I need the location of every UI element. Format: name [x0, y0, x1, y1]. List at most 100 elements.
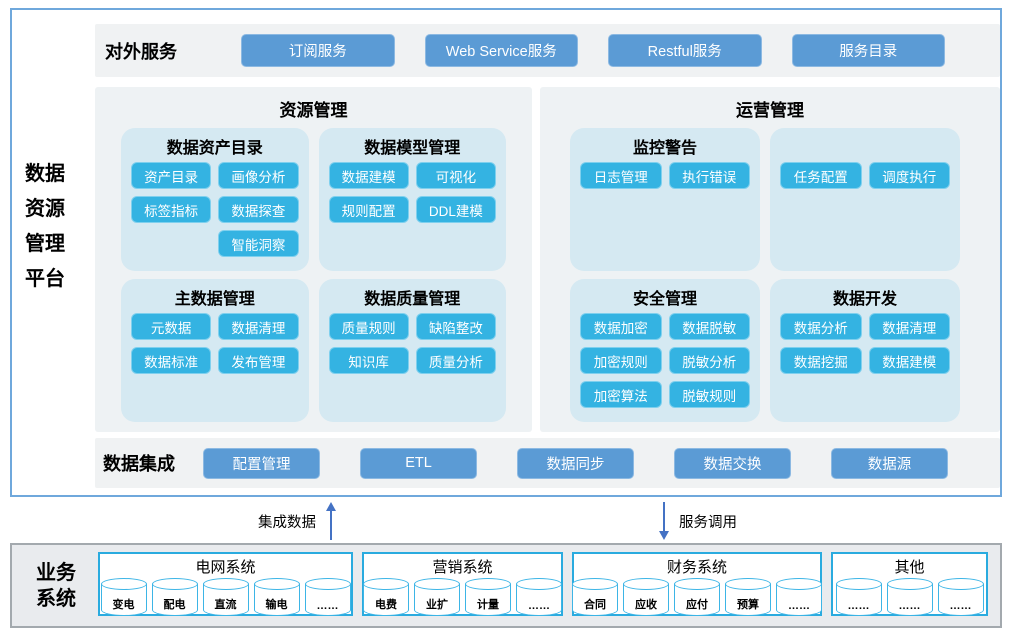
group-security-mgmt: 安全管理 数据加密 数据脱敏 加密规则 脱敏分析 加密算法 脱敏规则 — [570, 279, 760, 422]
group-title — [780, 135, 950, 162]
resource-mgmt-title: 资源管理 — [279, 101, 348, 120]
cylinder-top — [414, 578, 460, 590]
business-systems-label-line: 系统 — [36, 587, 76, 610]
database-icon: …… — [886, 578, 933, 616]
group-title: 数据模型管理 — [364, 140, 461, 157]
cylinder-top — [623, 578, 669, 590]
database-icon: 直流 — [202, 578, 249, 616]
module-node: 知识库 — [328, 347, 409, 374]
database-icon: 变电 — [100, 578, 147, 616]
database-icon: 计量 — [465, 578, 511, 616]
group-data-model-mgmt: 数据模型管理 数据建模 可视化 规则配置 DDL建模 — [318, 128, 506, 271]
database-icon: …… — [835, 578, 882, 616]
cylinder-top — [465, 578, 511, 590]
database-label: …… — [949, 600, 972, 612]
module-node: 质量分析 — [415, 347, 496, 374]
system-databases: …… …… …… — [833, 578, 986, 616]
integration-node-exchange: 数据交换 — [674, 447, 791, 479]
resource-mgmt-panel: 资源管理 数据资产目录 资产目录 画像分析 标签指标 数据探查 智能洞察 数据模… — [95, 87, 532, 432]
module-node: 数据清理 — [218, 313, 299, 340]
group-modules: 元数据 数据清理 数据标准 发布管理 — [131, 313, 299, 374]
module-node: 加密算法 — [580, 381, 662, 408]
operation-mgmt-groups: 监控警告 日志管理 执行错误 任务配置 调度执行 安全管理 — [540, 121, 1000, 422]
module-node: 质量规则 — [328, 313, 409, 340]
module-node: 规则配置 — [328, 196, 409, 223]
cylinder-top — [202, 578, 249, 590]
database-label: 合同 — [584, 599, 606, 611]
group-modules: 数据建模 可视化 规则配置 DDL建模 — [328, 162, 496, 223]
system-marketing: 营销系统 电费 业扩 计量 …… — [362, 552, 563, 616]
integration-node-sync: 数据同步 — [517, 447, 634, 479]
group-data-quality-mgmt: 数据质量管理 质量规则 缺陷整改 知识库 质量分析 — [318, 279, 506, 422]
module-node: 执行错误 — [668, 162, 750, 189]
cylinder-top — [835, 578, 882, 590]
arrow-down-icon — [658, 502, 670, 540]
resource-mgmt-groups: 数据资产目录 资产目录 画像分析 标签指标 数据探查 智能洞察 数据模型管理 数… — [95, 121, 532, 422]
database-label: 直流 — [214, 599, 237, 611]
database-icon: 业扩 — [414, 578, 460, 616]
business-systems-label: 业务 系统 — [36, 560, 76, 612]
cylinder-top — [886, 578, 933, 590]
module-node: 数据标准 — [131, 347, 212, 374]
cylinder-top — [516, 578, 562, 590]
group-modules: 任务配置 调度执行 — [780, 162, 950, 189]
cylinder-top — [725, 578, 771, 590]
cylinder-body — [304, 584, 351, 616]
service-node-restful: Restful服务 — [608, 34, 762, 67]
module-node: 数据加密 — [580, 313, 662, 340]
service-node-catalog: 服务目录 — [791, 34, 945, 67]
module-node: 发布管理 — [218, 347, 299, 374]
database-label: 业扩 — [426, 599, 448, 611]
system-title: 财务系统 — [666, 559, 727, 576]
module-node: 智能洞察 — [218, 230, 299, 257]
database-label: 配电 — [163, 599, 186, 611]
database-label: 应付 — [686, 599, 708, 611]
external-services-label: 对外服务 — [105, 41, 177, 62]
group-modules: 质量规则 缺陷整改 知识库 质量分析 — [328, 313, 496, 374]
system-title: 电网系统 — [195, 559, 256, 576]
operation-mgmt-panel: 运营管理 监控警告 日志管理 执行错误 任务配置 调度执行 — [540, 87, 1000, 432]
business-systems-label-line: 业务 — [36, 561, 76, 584]
service-call-flow-label: 服务调用 — [679, 514, 737, 531]
database-label: …… — [788, 600, 810, 612]
integration-flow: 集成数据 — [258, 502, 337, 540]
group-data-asset-catalog: 数据资产目录 资产目录 画像分析 标签指标 数据探查 智能洞察 — [121, 128, 309, 271]
cylinder-top — [776, 578, 822, 590]
module-node: 缺陷整改 — [415, 313, 496, 340]
cylinder-top — [363, 578, 409, 590]
group-modules: 资产目录 画像分析 标签指标 数据探查 智能洞察 — [131, 162, 299, 257]
data-integration-buttons: 配置管理 ETL 数据同步 数据交换 数据源 — [203, 447, 948, 479]
module-node: 脱敏分析 — [668, 347, 750, 374]
group-data-development: 数据开发 数据分析 数据清理 数据挖掘 数据建模 — [770, 279, 960, 422]
group-title: 数据质量管理 — [364, 291, 461, 308]
database-icon: …… — [304, 578, 351, 616]
service-node-subscription: 订阅服务 — [241, 34, 395, 67]
database-icon: 应收 — [623, 578, 669, 616]
database-label: …… — [528, 600, 550, 612]
database-icon: …… — [776, 578, 822, 616]
external-services-buttons: 订阅服务 Web Service服务 Restful服务 服务目录 — [241, 34, 945, 67]
data-integration-section: 数据集成 配置管理 ETL 数据同步 数据交换 数据源 — [95, 438, 1000, 488]
cylinder-top — [674, 578, 720, 590]
module-node: 数据建模 — [328, 162, 409, 189]
database-icon: …… — [516, 578, 562, 616]
module-node: 数据清理 — [868, 313, 950, 340]
database-label: …… — [898, 600, 921, 612]
database-label: 输电 — [265, 599, 288, 611]
service-node-webservice: Web Service服务 — [424, 34, 578, 67]
module-node: 数据脱敏 — [668, 313, 750, 340]
platform-title-line: 平台 — [25, 268, 65, 290]
integration-node-etl: ETL — [360, 447, 477, 479]
group-title: 数据开发 — [832, 291, 897, 308]
database-label: 预算 — [737, 599, 759, 611]
module-node: 可视化 — [415, 162, 496, 189]
group-title: 主数据管理 — [174, 291, 255, 308]
system-title: 营销系统 — [432, 559, 493, 576]
group-modules: 数据分析 数据清理 数据挖掘 数据建模 — [780, 313, 950, 374]
group-modules: 日志管理 执行错误 — [580, 162, 750, 189]
database-icon: 配电 — [151, 578, 198, 616]
database-label: 变电 — [112, 599, 135, 611]
cylinder-top — [100, 578, 147, 590]
module-node: 数据探查 — [218, 196, 299, 223]
